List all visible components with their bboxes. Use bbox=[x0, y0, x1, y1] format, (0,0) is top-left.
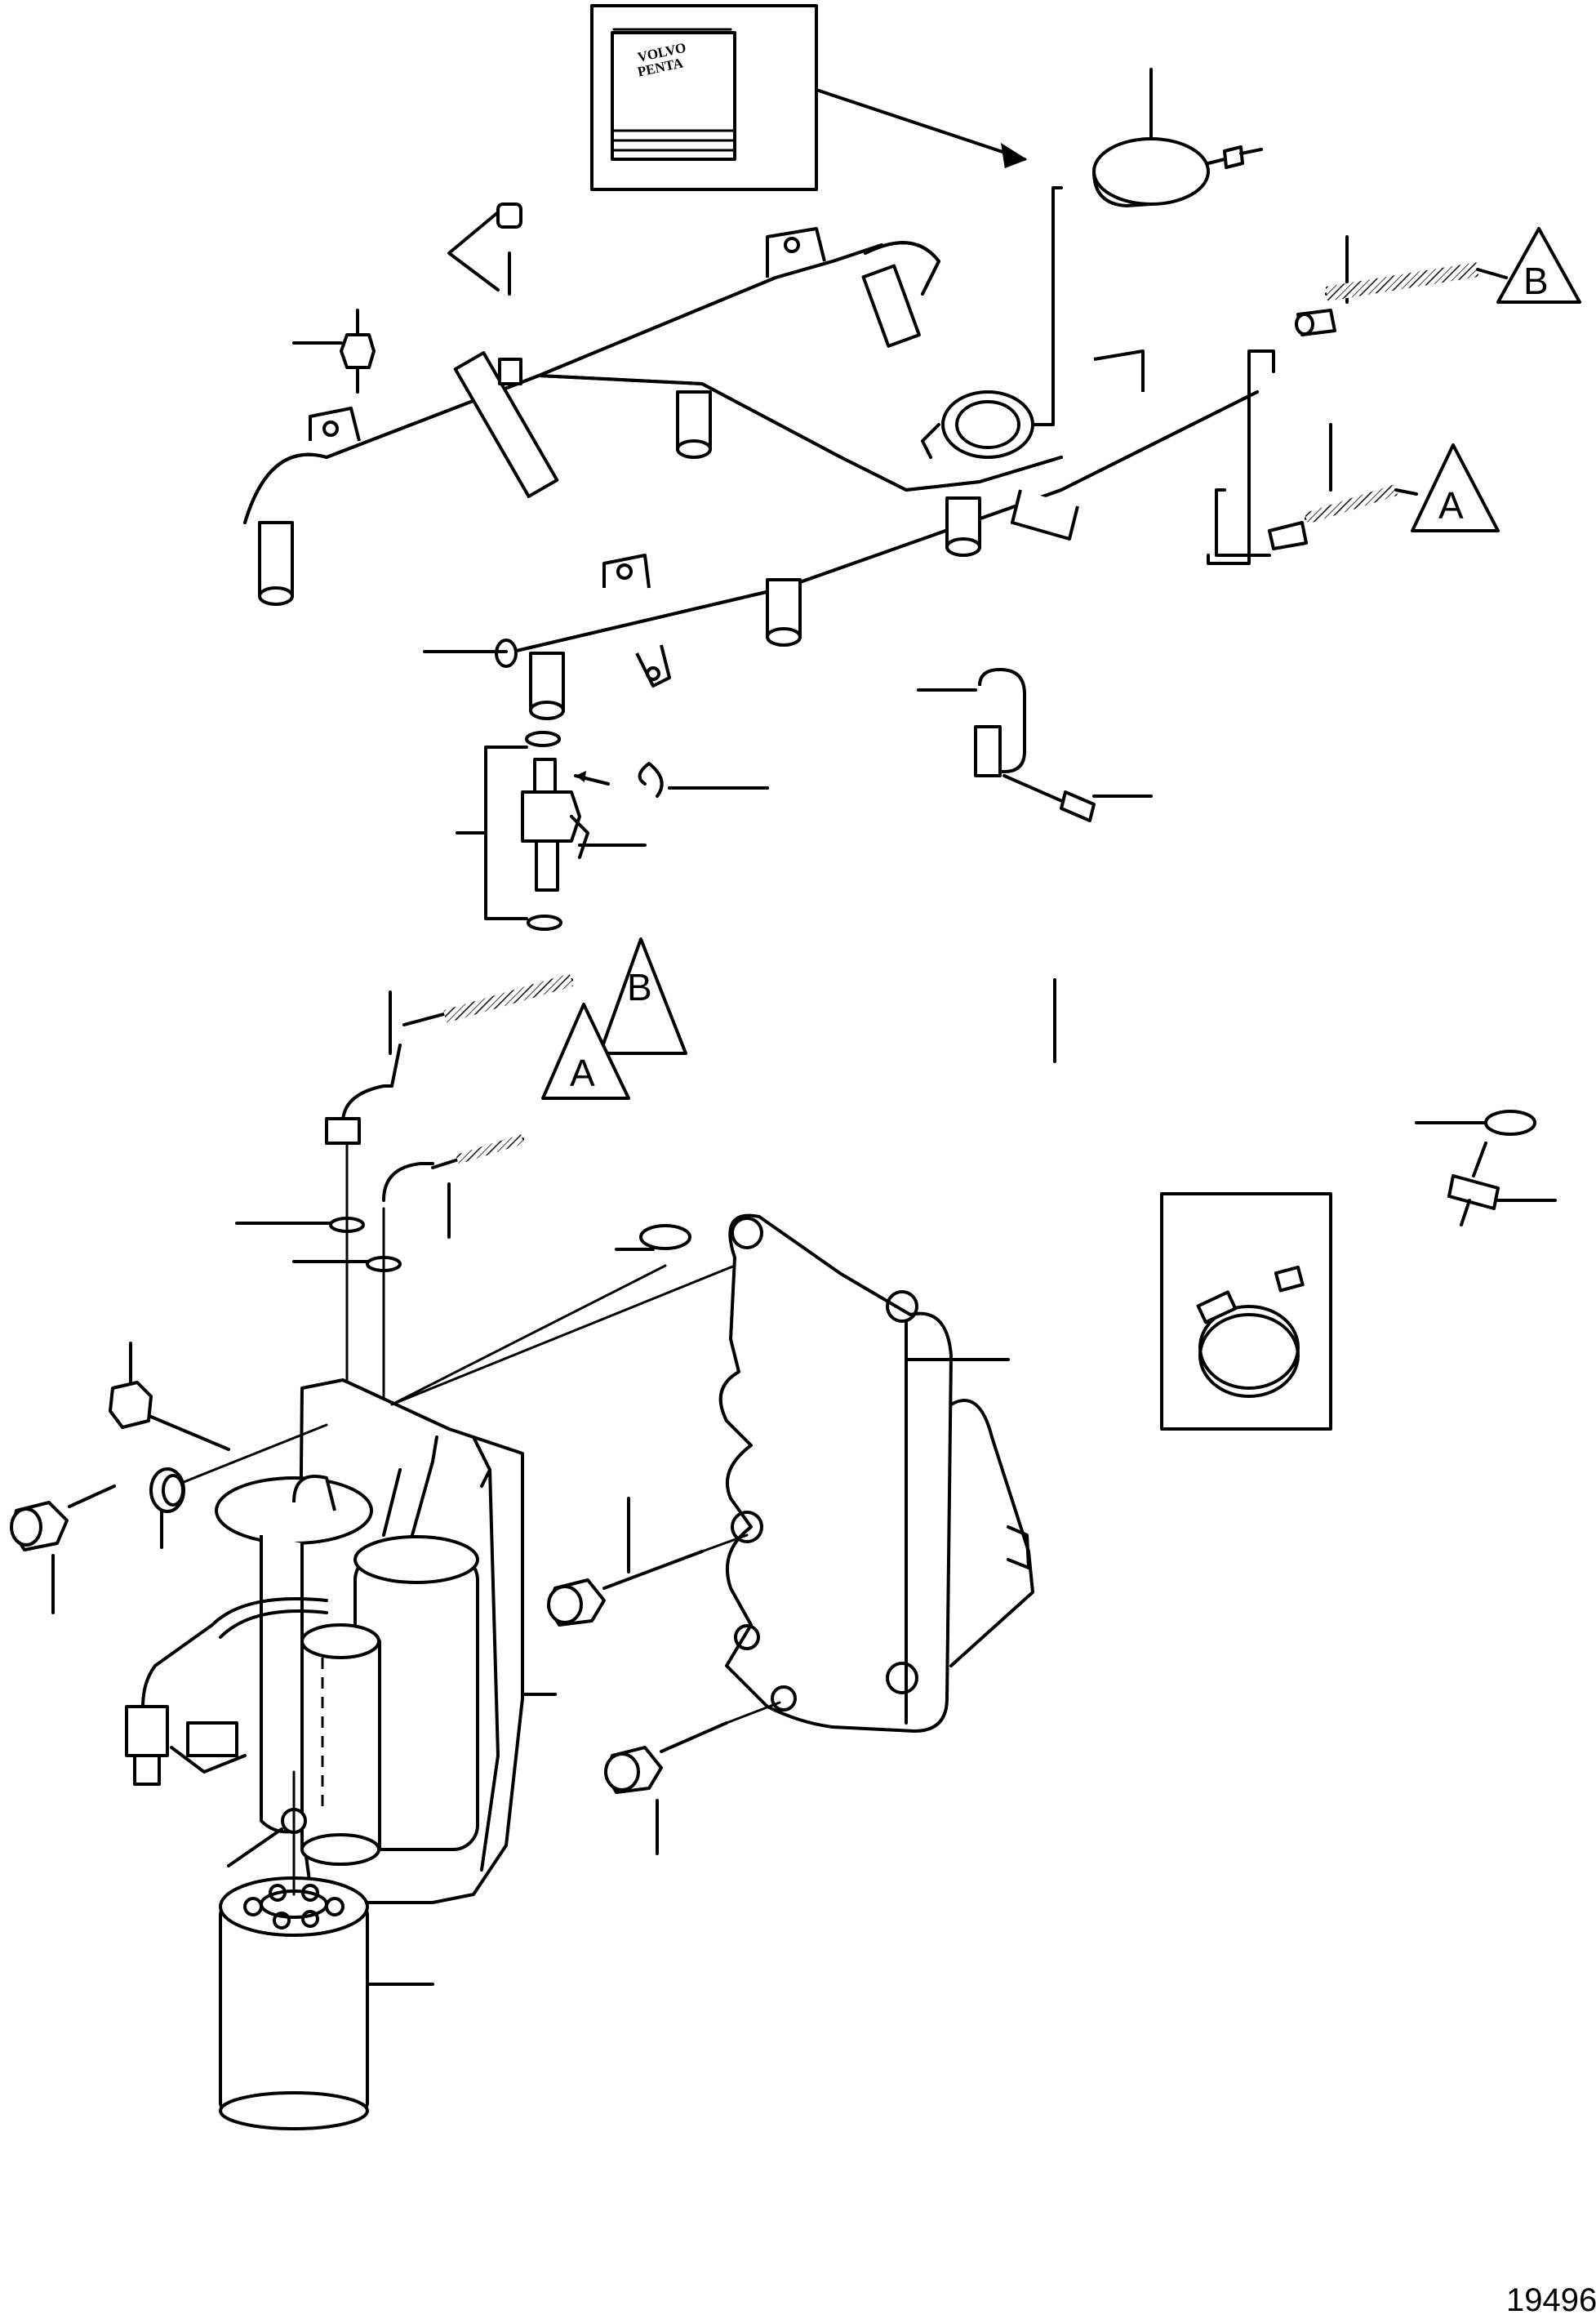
marker-b-lower: B bbox=[627, 966, 652, 1008]
plug-sealing-washer bbox=[149, 1423, 328, 1549]
p-clip-bolt bbox=[1003, 774, 1153, 822]
marker-b-top: B bbox=[1523, 260, 1549, 302]
leader-regulator-rail bbox=[1027, 186, 1063, 426]
fuel-rail-assembly bbox=[243, 203, 1259, 720]
pump-cover-plate bbox=[718, 1213, 1034, 1733]
marker-a-lower: A bbox=[570, 1052, 595, 1094]
leader-schrader-valve bbox=[447, 211, 500, 292]
fuel-hose-a-lower: A bbox=[382, 1003, 630, 1239]
leader-hose-a-rail bbox=[1215, 488, 1271, 557]
p-clip bbox=[917, 668, 1026, 777]
return-fitting bbox=[1447, 1142, 1557, 1226]
drain-plug bbox=[109, 1342, 230, 1451]
spin-on-fuel-filter bbox=[219, 1770, 434, 2130]
manual-reference-box: VOLVO PENTA bbox=[590, 4, 1028, 191]
return-hose-clamp bbox=[390, 1224, 691, 1406]
cover-plate-bolt-lower bbox=[604, 1701, 781, 1855]
injector-group-bracket bbox=[484, 746, 528, 920]
cover-plate-bolt-upper bbox=[547, 1497, 749, 1627]
fuel-hose-b-top: B bbox=[1295, 227, 1581, 336]
bracket-bolt-left bbox=[10, 1484, 116, 1614]
fuel-pump-filter-unit bbox=[215, 1435, 479, 1866]
marker-a-top: A bbox=[1438, 484, 1464, 527]
fuel-pressure-regulator bbox=[1092, 68, 1263, 207]
worm-gear-clamp-icon bbox=[1196, 1265, 1305, 1398]
volvo-penta-manual-icon: VOLVO PENTA bbox=[611, 28, 736, 161]
stud-bolt bbox=[292, 309, 376, 394]
wiring-connector bbox=[125, 1597, 328, 1786]
leader-pump-sensor bbox=[227, 1827, 283, 1867]
fuel-hose-b-lower: B bbox=[325, 937, 687, 1145]
fuel-injector-group bbox=[456, 731, 769, 931]
fuel-hose-a-top: A bbox=[1207, 349, 1500, 565]
return-fuel-hose bbox=[664, 818, 1596, 1235]
figure-number: 19496 bbox=[1506, 2282, 1596, 2318]
hose-clamp-detail-box bbox=[1160, 1192, 1332, 1431]
